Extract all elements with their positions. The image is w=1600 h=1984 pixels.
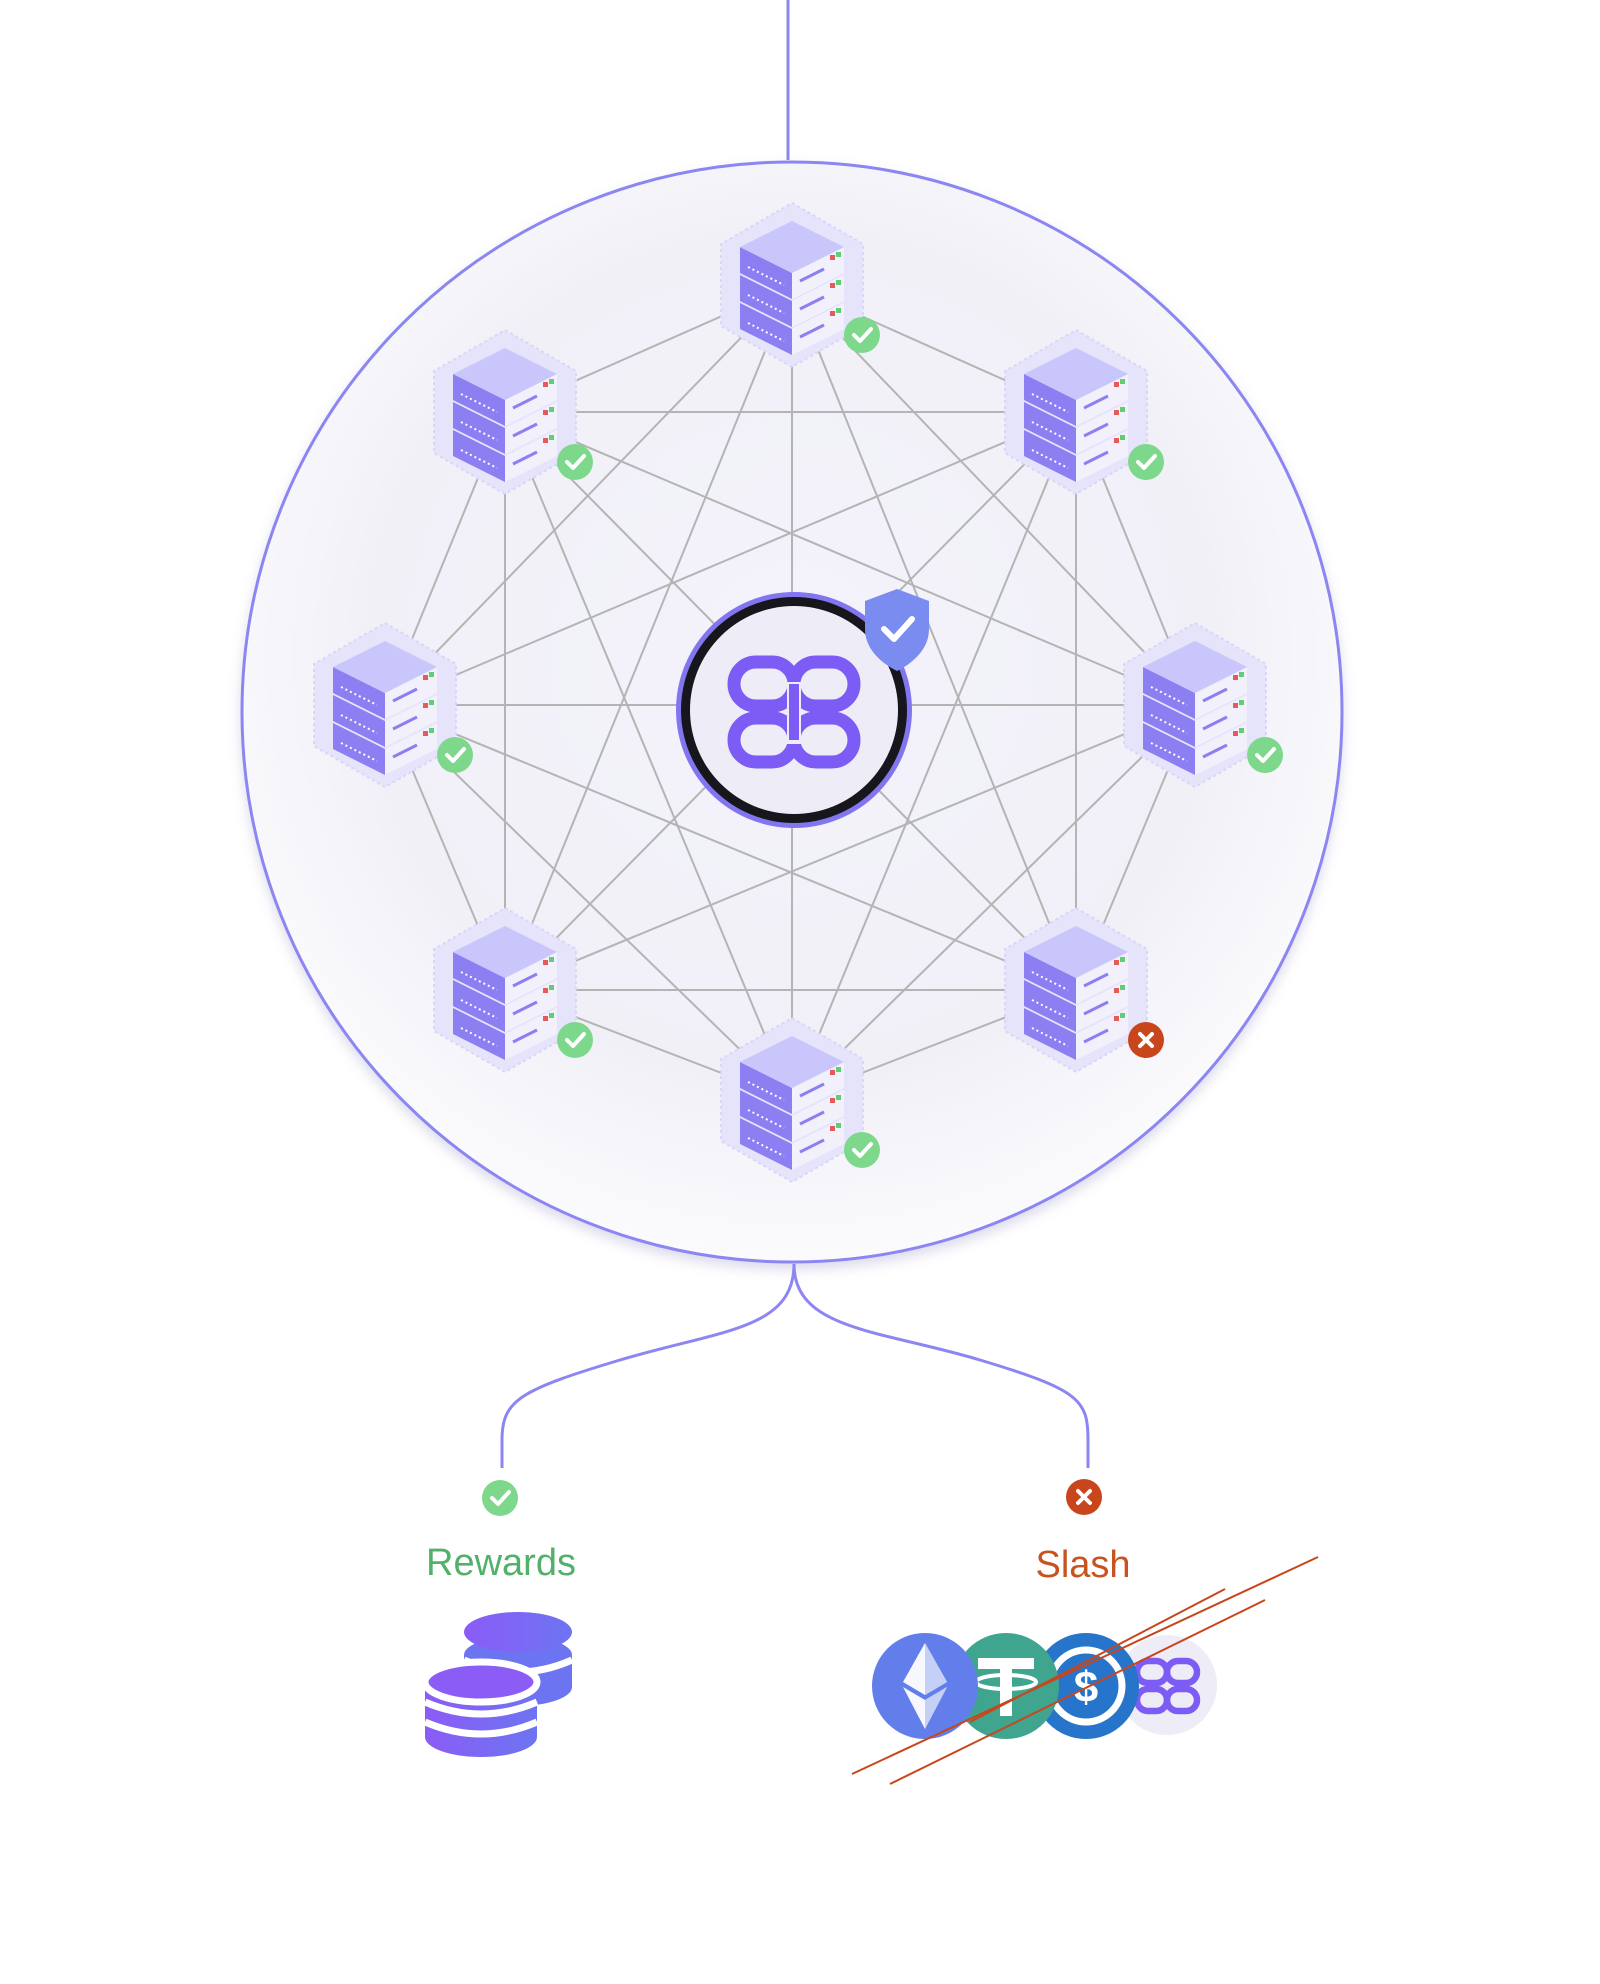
status-ok-icon: [844, 1132, 880, 1168]
server-icon: [740, 1036, 844, 1170]
mesh-line: [791, 704, 1196, 1101]
server-icon: [453, 926, 557, 1060]
node-upper-left[interactable]: [433, 328, 593, 496]
node-lower-right[interactable]: [1004, 906, 1164, 1074]
slash-status-fail-icon: [1066, 1479, 1102, 1515]
center-hub: [676, 589, 929, 828]
branch-line-rewards: [500, 1263, 796, 1468]
slashed-tokens: $: [851, 1556, 1319, 1785]
usdt-icon: [953, 1633, 1059, 1739]
mesh-line: [384, 411, 1077, 706]
eth-icon: [872, 1633, 978, 1739]
status-ok-icon: [557, 444, 593, 480]
usdc-icon: $: [1033, 1633, 1139, 1739]
slash-label: Slash: [1035, 1544, 1131, 1586]
server-icon: [1024, 348, 1128, 482]
node-left[interactable]: [313, 621, 473, 789]
status-ok-icon: [1247, 737, 1283, 773]
node-upper-right[interactable]: [1004, 328, 1164, 496]
logo-icon: [727, 655, 861, 769]
server-icon: [453, 348, 557, 482]
node-lower-left[interactable]: [433, 906, 593, 1074]
node-bottom[interactable]: [720, 1016, 880, 1184]
status-ok-icon: [437, 737, 473, 773]
status-fail-icon: [1128, 1022, 1164, 1058]
strike-lines-icon: [851, 1556, 1319, 1785]
node-right[interactable]: [1123, 621, 1283, 789]
status-ok-icon: [557, 1022, 593, 1058]
rewards-status-ok-icon: [482, 1480, 518, 1516]
mesh-line: [384, 284, 793, 706]
mesh-line: [504, 411, 1196, 706]
rewards-label: Rewards: [426, 1542, 576, 1584]
validator-nodes: [313, 201, 1283, 1184]
status-ok-icon: [1128, 444, 1164, 480]
server-icon: [740, 221, 844, 355]
server-icon: [1024, 926, 1128, 1060]
mesh-line: [504, 411, 793, 1101]
branch-line-slash: [792, 1263, 1090, 1468]
mesh-line: [504, 704, 1196, 991]
mesh-line: [791, 284, 1077, 991]
mesh-line: [504, 284, 793, 991]
coins-stack-icon: [421, 1612, 574, 1757]
mesh-line: [384, 704, 1077, 991]
shield-check-icon: [865, 589, 929, 671]
mesh-line: [791, 411, 1077, 1101]
server-icon: [333, 641, 437, 775]
status-ok-icon: [844, 317, 880, 353]
server-icon: [1143, 641, 1247, 775]
node-top[interactable]: [720, 201, 880, 369]
